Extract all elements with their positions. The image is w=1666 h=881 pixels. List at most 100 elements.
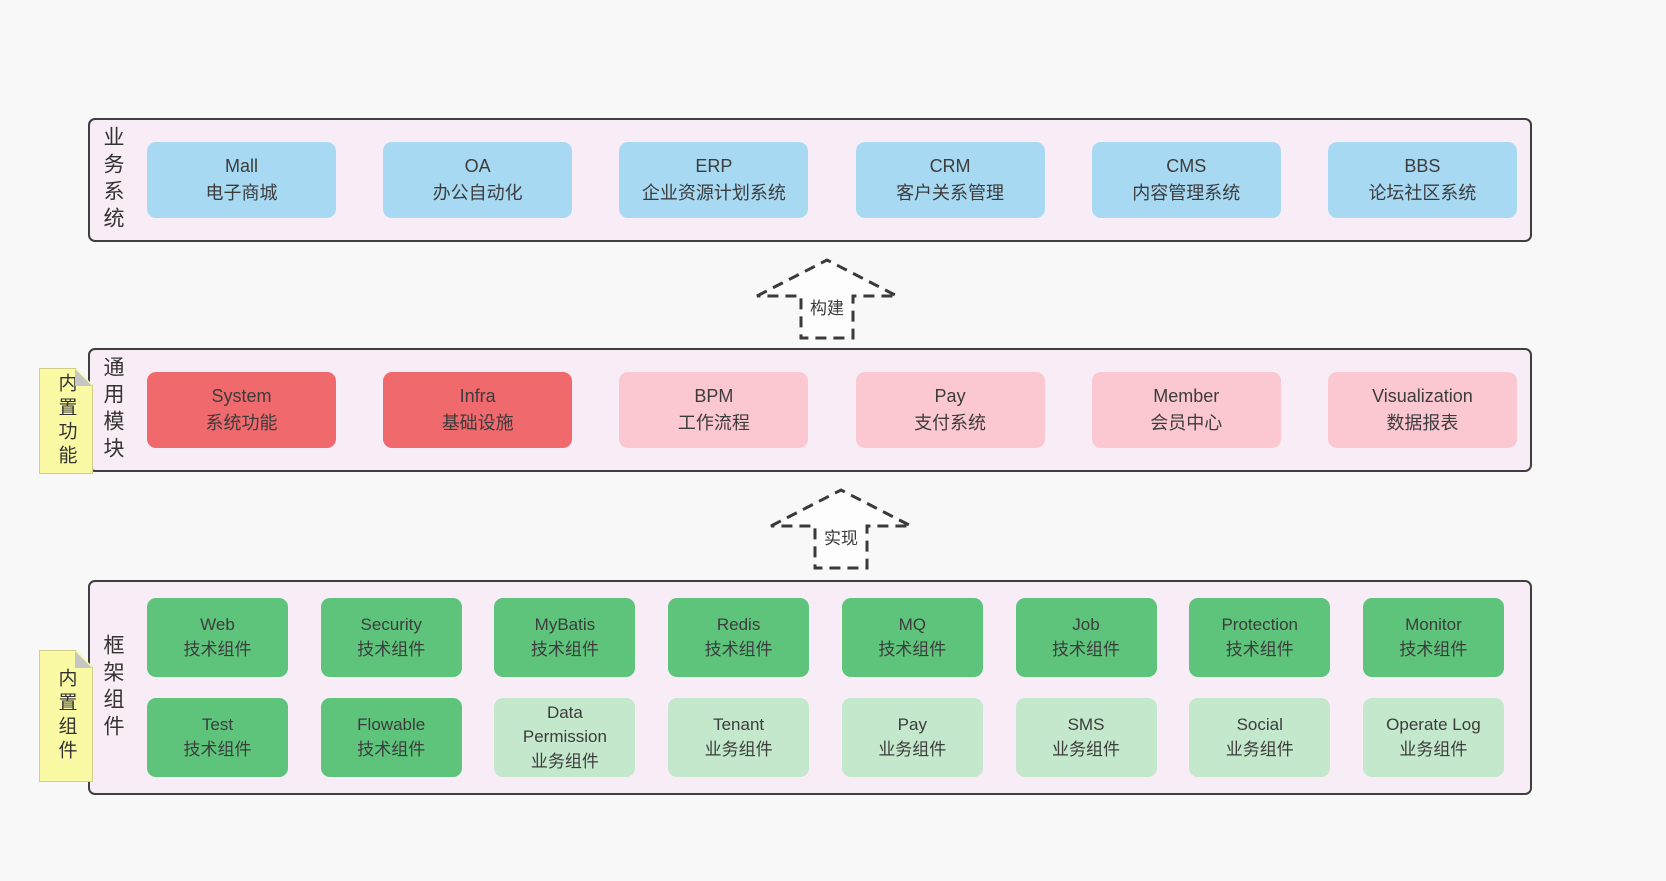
dashed-up-arrow: 构建 [752,256,902,342]
module-box-system: System 系统功能 [147,372,336,448]
box-title: Pay [934,386,966,406]
box-title: Monitor [1405,614,1462,634]
module-box-tenant: Tenant 业务组件 [668,698,810,777]
module-box-protection: Protection 技术组件 [1189,598,1331,677]
band-label: 通用模块 [101,356,124,464]
box-subtitle: 技术组件 [1052,639,1121,659]
module-box-crm: CRM 客户关系管理 [855,142,1045,218]
box-subtitle: 技术组件 [704,639,773,659]
module-box-bbs: BBS 论坛社区系统 [1327,142,1517,218]
box-subtitle: 技术组件 [878,639,947,659]
box-title: Infra [459,386,496,406]
box-title: BBS [1404,156,1441,176]
module-box-mq: MQ 技术组件 [841,598,983,677]
box-title: Job [1072,614,1100,634]
module-box-mybatis: MyBatis 技术组件 [494,598,636,677]
module-box-pay: Pay 业务组件 [841,698,983,777]
box-title: Security [360,614,422,634]
module-box-monitor: Monitor 技术组件 [1362,598,1504,677]
module-box-operate-log: Operate Log 业务组件 [1362,698,1504,777]
band-label: 业务系统 [101,126,124,234]
box-title: Test [201,714,234,734]
module-box-flowable: Flowable 技术组件 [320,698,462,777]
box-subtitle: 技术组件 [1399,639,1468,659]
box-subtitle: 业务组件 [878,739,947,759]
box-subtitle: 业务组件 [1052,739,1121,759]
box-subtitle: 数据报表 [1386,413,1459,433]
module-box-mall: Mall 电子商城 [147,142,336,218]
box-subtitle: 基础设施 [441,413,514,433]
sticky-note-builtin-features: 内置功能 [39,368,93,474]
arrow-label: 构建 [807,294,847,319]
module-box-erp: ERP 企业资源计划系统 [619,142,809,218]
box-subtitle: 办公自动化 [432,183,523,203]
box-title: System [211,386,272,406]
module-box-cms: CMS 内容管理系统 [1091,142,1281,218]
box-title: CRM [929,156,971,176]
box-subtitle: 业务组件 [1399,739,1468,759]
box-subtitle: 技术组件 [357,639,426,659]
module-box-infra: Infra 基础设施 [383,372,573,448]
box-subtitle: 系统功能 [205,413,278,433]
band-box-rows: Mall 电子商城 OA 办公自动化 ERP 企业资源计划系统 CRM 客户关系管理 CMS 内容… [147,120,1517,240]
box-subtitle: 电子商城 [205,183,278,203]
box-title: SMS [1067,714,1105,734]
sticky-note-builtin-components: 内置组件 [39,650,93,782]
band-label: 框架组件 [101,633,124,742]
module-box-sms: SMS 业务组件 [1015,698,1157,777]
box-title: CMS [1166,156,1207,176]
box-subtitle: 业务组件 [530,751,599,771]
band-business-systems: 业务系统 Mall 电子商城 OA 办公自动化 ERP 企业资源计划系统 CRM 客户关系管理… [88,118,1532,242]
box-title: Social [1236,714,1283,734]
box-subtitle: 客户关系管理 [896,183,1005,203]
box-row: Mall 电子商城 OA 办公自动化 ERP 企业资源计划系统 CRM 客户关系管理 CMS 内容… [147,142,1517,218]
box-title: Tenant [713,714,765,734]
box-title: MyBatis [534,614,596,634]
box-title: Protection [1221,614,1298,634]
box-subtitle: 支付系统 [914,413,987,433]
box-title: ERP [695,156,733,176]
box-title: Member [1153,386,1220,406]
box-subtitle: 技术组件 [357,739,426,759]
box-subtitle: 技术组件 [1225,639,1294,659]
box-title: Mall [224,156,258,176]
module-box-security: Security 技术组件 [320,598,462,677]
box-subtitle: 技术组件 [183,639,252,659]
module-box-redis: Redis 技术组件 [668,598,810,677]
box-subtitle: 论坛社区系统 [1368,183,1477,203]
module-box-visualization: Visualization 数据报表 [1327,372,1517,448]
sticky-note-label: 内置组件 [55,668,77,764]
box-subtitle: 会员中心 [1150,413,1223,433]
box-title: BPM [694,386,734,406]
box-title: MQ [898,614,926,634]
module-box-member: Member 会员中心 [1091,372,1281,448]
box-title: Flowable [357,714,426,734]
sticky-note-label: 内置功能 [55,373,77,469]
box-subtitle: 内容管理系统 [1132,183,1241,203]
box-title: Operate Log [1386,714,1481,734]
box-title: Pay [897,714,927,734]
box-subtitle: 技术组件 [530,639,599,659]
module-box-pay: Pay 支付系统 [855,372,1045,448]
box-subtitle: 企业资源计划系统 [641,183,786,203]
module-box-job: Job 技术组件 [1015,598,1157,677]
dashed-up-arrow: 实现 [766,486,916,572]
box-title: Redis [716,614,761,634]
module-box-test: Test 技术组件 [147,698,288,777]
box-subtitle: 业务组件 [704,739,773,759]
box-title: Visualization [1372,386,1473,406]
module-box-oa: OA 办公自动化 [383,142,573,218]
arrow-label: 实现 [821,524,861,549]
box-subtitle: 技术组件 [183,739,252,759]
box-title: OA [464,156,491,176]
